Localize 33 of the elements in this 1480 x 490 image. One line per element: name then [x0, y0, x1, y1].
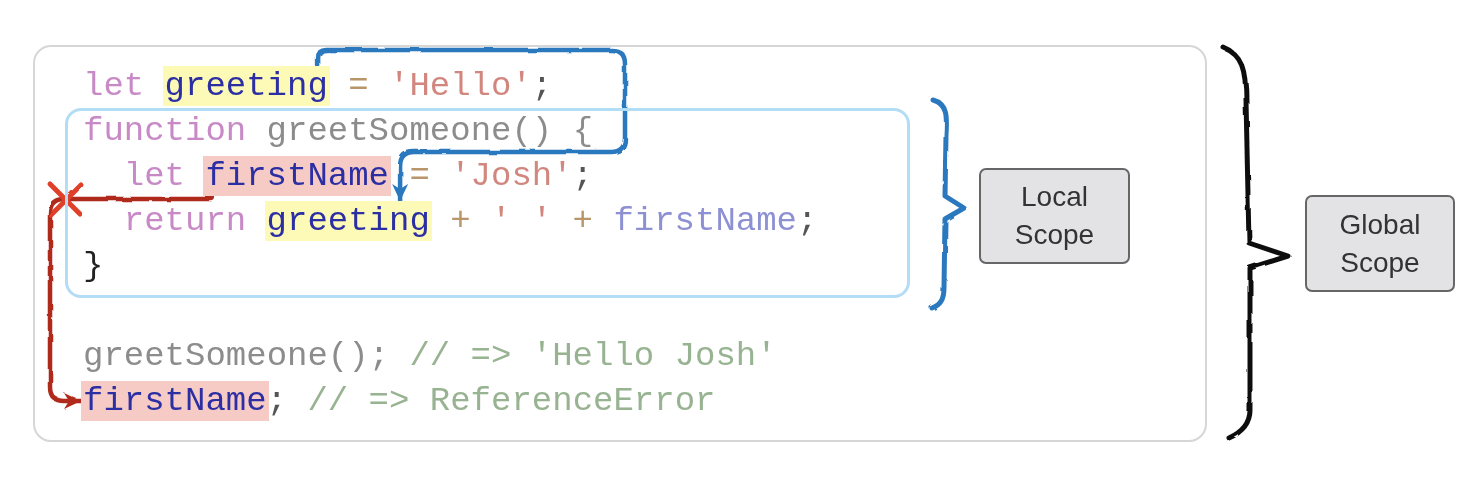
closing-brace: }: [83, 249, 104, 283]
code-keyword: let: [123, 159, 185, 193]
code-operator: +: [450, 204, 471, 238]
code-string: 'Hello': [389, 69, 532, 103]
scope-label: Local Scope: [1013, 180, 1096, 252]
function-signature: greetSomeone() {: [266, 114, 594, 148]
code-operator: =: [348, 69, 369, 103]
function-call: greetSomeone();: [83, 339, 390, 373]
code-operator: +: [572, 204, 593, 238]
inner-panel: [65, 108, 910, 298]
code-comment: // => 'Hello Josh': [409, 339, 777, 373]
code-punctuation: ;: [266, 384, 287, 418]
code-comment: // => ReferenceError: [307, 384, 716, 418]
code-string: 'Josh': [450, 159, 573, 193]
scope-label-box: [1305, 195, 1455, 292]
arrow: [47, 193, 216, 409]
code-keyword: return: [123, 204, 247, 238]
code-punctuation: ;: [531, 69, 553, 103]
highlighted-variable: greeting: [264, 201, 432, 241]
code-panel: [33, 45, 1207, 442]
scope-label-box: [979, 168, 1130, 264]
code-punctuation: ;: [797, 204, 818, 238]
scope-label: Global Scope: [1338, 207, 1422, 280]
code-string: ' ': [491, 204, 553, 238]
code-keyword: function: [83, 114, 247, 148]
highlighted-variable: greeting: [162, 66, 330, 106]
highlighted-variable: firstName: [203, 156, 392, 196]
code-operator: =: [409, 159, 430, 193]
code-keyword: let: [83, 69, 145, 103]
arrow: [315, 47, 628, 204]
highlighted-variable: firstName: [81, 381, 269, 421]
variable-name: firstName: [613, 204, 798, 238]
code-punctuation: ;: [572, 159, 593, 193]
